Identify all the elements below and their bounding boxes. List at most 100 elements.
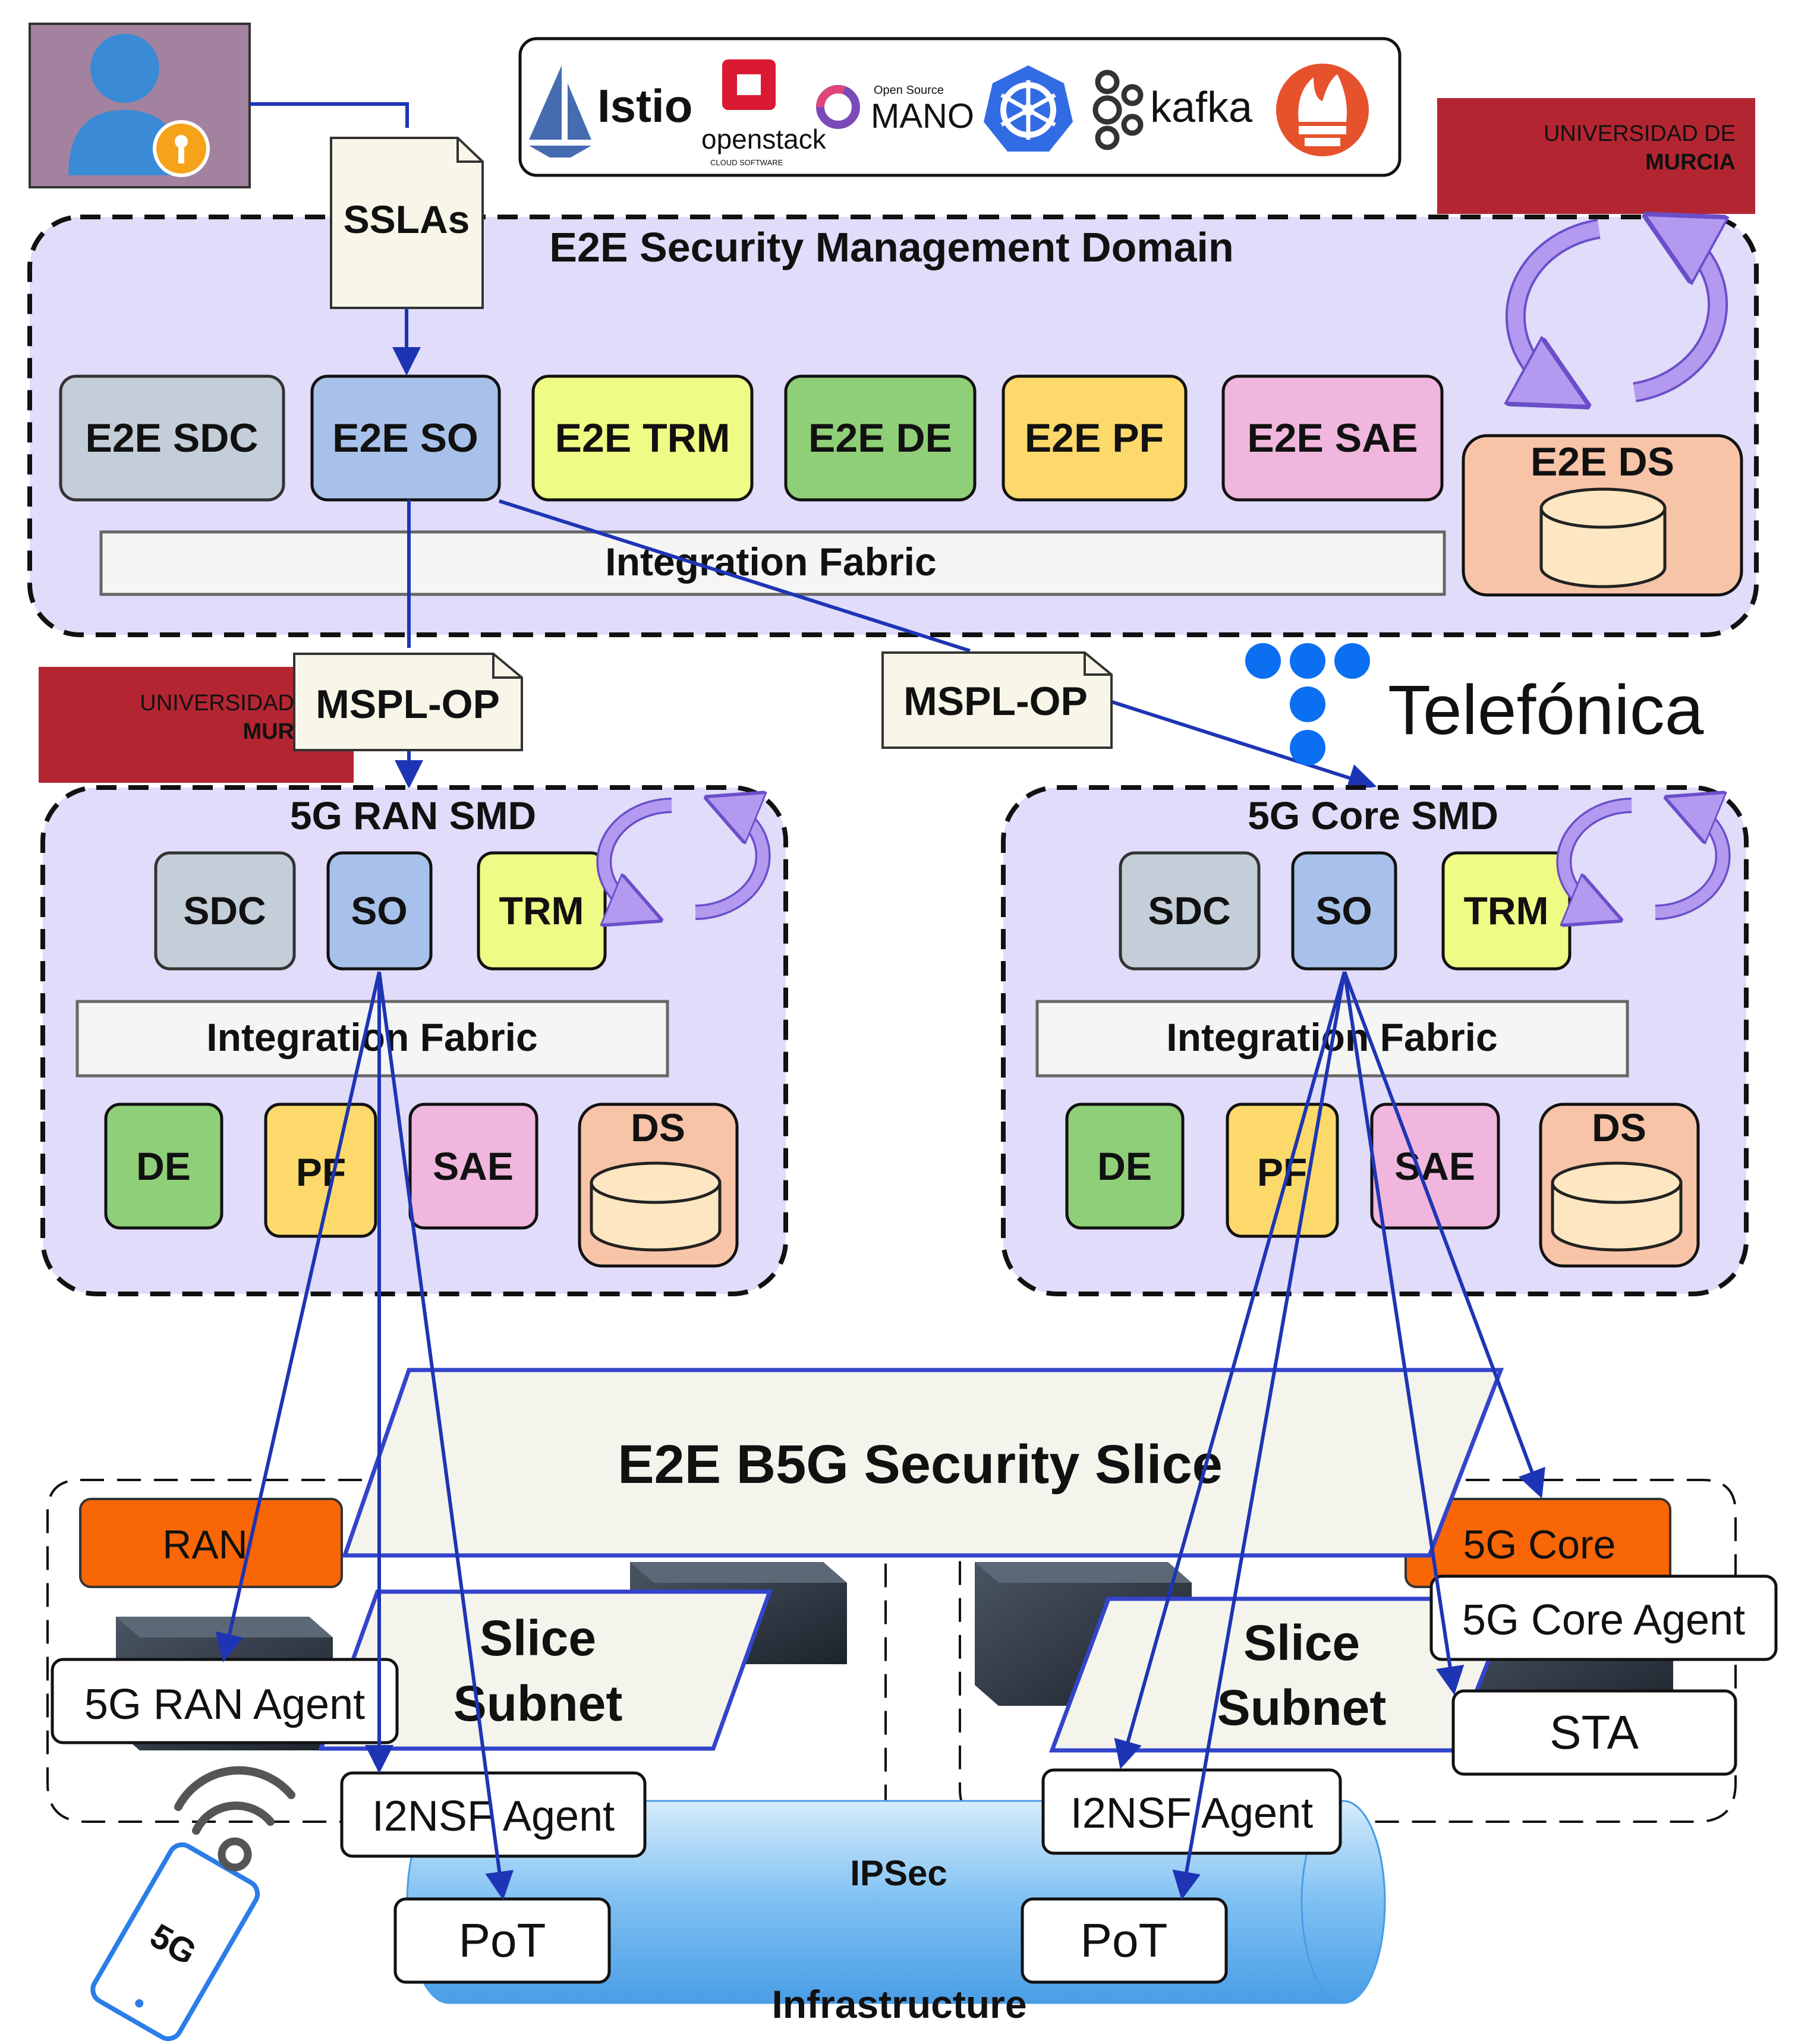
e2e-domain: E2E Security Management Domain E2E SDC E… bbox=[27, 217, 1759, 637]
telefonica-logo: Telefónica bbox=[1245, 643, 1704, 766]
ran-agent-box: 5G RAN Agent bbox=[51, 1658, 399, 1744]
sta-label: STA bbox=[1550, 1706, 1639, 1759]
pot-left-label: PoT bbox=[459, 1914, 546, 1967]
ran-ds-label: DS bbox=[631, 1106, 685, 1149]
ran-so-box: SO bbox=[326, 851, 433, 971]
e2e-security-slice: E2E B5G Security Slice bbox=[342, 1368, 1504, 1558]
core-sae-label: SAE bbox=[1394, 1144, 1475, 1188]
e2e-pf-label: E2E PF bbox=[1025, 415, 1164, 461]
core-de-box: DE bbox=[1065, 1103, 1185, 1230]
core-sae-box: SAE bbox=[1370, 1103, 1500, 1230]
pot-box-right: PoT bbox=[1021, 1897, 1228, 1984]
ran-sae-label: SAE bbox=[433, 1144, 514, 1188]
mspl-op-note-left: MSPL-OP bbox=[293, 653, 523, 751]
mspl-op-note-right: MSPL-OP bbox=[881, 651, 1113, 749]
sslas-label: SSLAs bbox=[344, 197, 470, 241]
infra-left-zone bbox=[46, 1479, 887, 1823]
kafka-label: kafka bbox=[1150, 84, 1253, 131]
i2nsf-right-label: I2NSF Agent bbox=[1070, 1790, 1313, 1837]
um-top-line2: MURCIA bbox=[1645, 150, 1736, 175]
infrastructure-label: Infrastructure bbox=[771, 1982, 1026, 2026]
e2e-domain-title: E2E Security Management Domain bbox=[549, 224, 1233, 270]
e2e-pf-box: E2E PF bbox=[1002, 374, 1188, 502]
e2e-cycle-icon bbox=[1516, 229, 1718, 392]
openstack-logo: openstack CLOUD SOFTWARE bbox=[701, 59, 827, 167]
core-pf-box: PF bbox=[1226, 1103, 1339, 1238]
core-so-arrows bbox=[1114, 971, 1545, 1900]
core-so-label: SO bbox=[1315, 889, 1372, 933]
ran-cycle-icon bbox=[596, 805, 771, 912]
core-so-box: SO bbox=[1291, 851, 1397, 971]
core-pf-label: PF bbox=[1257, 1150, 1307, 1194]
slice-subnet-right-line2: Subnet bbox=[1217, 1680, 1387, 1736]
database-icon bbox=[1551, 1161, 1683, 1204]
slice-subnet-right: Slice Subnet bbox=[1048, 1596, 1516, 1753]
kafka-logo: kafka bbox=[1092, 70, 1253, 150]
um-mid-line1: UNIVERSIDAD bbox=[140, 691, 294, 716]
pot-box-left: PoT bbox=[393, 1897, 611, 1984]
sslas-note: SSLAs bbox=[330, 137, 484, 309]
ran-sae-box: SAE bbox=[408, 1103, 538, 1230]
kubernetes-logo bbox=[984, 65, 1073, 152]
e2e-sdc-label: E2E SDC bbox=[86, 415, 259, 461]
osm-mano-logo: Open Source MANO bbox=[816, 84, 974, 136]
um-mid-line2: MUR bbox=[243, 719, 294, 744]
e2e-so-box: E2E SO bbox=[310, 374, 501, 502]
e2e-de-box: E2E DE bbox=[784, 374, 977, 502]
telefonica-label: Telefónica bbox=[1388, 671, 1704, 749]
ran-trm-label: TRM bbox=[499, 889, 584, 933]
core-sdc-box: SDC bbox=[1119, 851, 1261, 971]
osm-label: MANO bbox=[871, 97, 974, 136]
ran-pf-box: PF bbox=[264, 1103, 377, 1238]
ran-trm-box: TRM bbox=[477, 851, 607, 971]
core-smd-domain: 5G Core SMD SDC SO TRM Integration Fabri… bbox=[1001, 785, 1749, 1296]
ran-box: RAN bbox=[79, 1498, 343, 1588]
e2e-so-to-core-line bbox=[499, 499, 971, 653]
e2e-so-label: E2E SO bbox=[332, 415, 478, 461]
core-trm-label: TRM bbox=[1464, 889, 1549, 933]
phone-5g-icon: 5G bbox=[90, 1766, 295, 2042]
core-smd-title: 5G Core SMD bbox=[1248, 793, 1498, 837]
ran-fabric-label: Integration Fabric bbox=[206, 1015, 537, 1059]
e2e-ds-box: E2E DS bbox=[1462, 434, 1743, 597]
mspl-op-right-label: MSPL-OP bbox=[903, 679, 1088, 724]
slice-subnet-left-line1: Slice bbox=[480, 1610, 596, 1666]
core-agent-box: 5G Core Agent bbox=[1429, 1574, 1778, 1661]
tech-logos-box: Istio openstack CLOUD SOFTWARE Open Sour… bbox=[518, 37, 1402, 177]
slice-subnet-left-line2: Subnet bbox=[454, 1675, 623, 1731]
ran-sdc-box: SDC bbox=[154, 851, 296, 971]
mspl-to-core-arrow bbox=[1110, 700, 1377, 792]
ran-so-arrows bbox=[215, 971, 514, 1900]
e2e-security-slice-label: E2E B5G Security Slice bbox=[618, 1434, 1223, 1495]
e2e-trm-label: E2E TRM bbox=[555, 415, 730, 461]
osm-small-label: Open Source bbox=[874, 84, 944, 97]
slice-subnet-right-line1: Slice bbox=[1243, 1615, 1360, 1671]
e2e-trm-box: E2E TRM bbox=[531, 374, 754, 502]
core-agent-label: 5G Core Agent bbox=[1462, 1596, 1745, 1644]
ran-fabric: Integration Fabric bbox=[75, 1000, 669, 1078]
e2e-fabric-label: Integration Fabric bbox=[605, 540, 936, 584]
core-label: 5G Core bbox=[1463, 1522, 1616, 1567]
user-to-sslas-line bbox=[250, 102, 409, 128]
istio-logo: Istio bbox=[529, 65, 692, 158]
ran-smd-domain: 5G RAN SMD SDC SO TRM Integration Fabric… bbox=[40, 785, 788, 1296]
ran-label: RAN bbox=[162, 1522, 248, 1567]
user-avatar bbox=[29, 23, 251, 188]
ran-de-box: DE bbox=[104, 1103, 223, 1230]
core-box: 5G Core bbox=[1404, 1498, 1671, 1588]
slice-subnet-left: Slice Subnet bbox=[318, 1589, 773, 1751]
istio-label: Istio bbox=[597, 80, 692, 132]
um-logo-top: UNIVERSIDAD DE MURCIA bbox=[1437, 98, 1755, 214]
database-icon bbox=[1539, 487, 1667, 529]
mspl-op-left-label: MSPL-OP bbox=[316, 682, 500, 727]
ran-agent-label: 5G RAN Agent bbox=[84, 1681, 365, 1728]
e2e-sae-box: E2E SAE bbox=[1221, 374, 1444, 502]
core-ds-label: DS bbox=[1592, 1106, 1646, 1149]
core-de-label: DE bbox=[1097, 1144, 1152, 1188]
um-top-line1: UNIVERSIDAD DE bbox=[1544, 121, 1736, 146]
e2e-ds-label: E2E DS bbox=[1531, 439, 1674, 484]
e2e-sae-label: E2E SAE bbox=[1247, 415, 1418, 461]
openstack-label: openstack bbox=[701, 124, 827, 155]
ipsec-label: IPSec bbox=[850, 1853, 947, 1893]
